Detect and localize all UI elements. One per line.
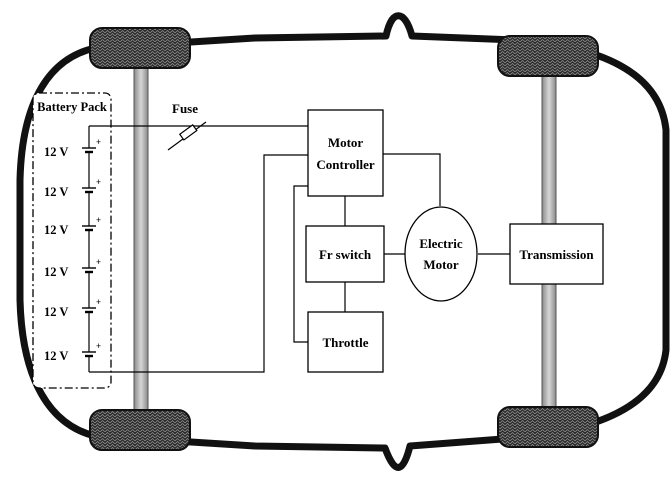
battery-cell-1: + 12 V bbox=[44, 137, 101, 160]
front-axle bbox=[133, 59, 149, 427]
transmission-box: Transmission bbox=[509, 223, 604, 285]
battery-cell-2: + 12 V bbox=[44, 177, 101, 200]
cell-voltage-label: 12 V bbox=[44, 349, 68, 363]
fr-switch-box: Fr switch bbox=[305, 225, 385, 283]
cell-voltage-label: 12 V bbox=[44, 223, 68, 237]
cell-voltage-label: 12 V bbox=[44, 305, 68, 319]
svg-text:+: + bbox=[96, 177, 101, 187]
fuse-symbol bbox=[167, 121, 207, 151]
battery-cell-4: + 12 V bbox=[44, 257, 101, 282]
svg-text:+: + bbox=[96, 215, 101, 225]
cell-voltage-label: 12 V bbox=[44, 145, 68, 159]
battery-pack-frame bbox=[32, 92, 112, 389]
svg-text:+: + bbox=[96, 341, 101, 351]
electric-motor-label-line2: Motor bbox=[423, 257, 459, 272]
svg-text:+: + bbox=[96, 137, 101, 147]
svg-text:+: + bbox=[96, 297, 101, 307]
wiring bbox=[89, 125, 510, 373]
electric-motor-ellipse: Electric Motor bbox=[404, 206, 478, 302]
fuse-label: Fuse bbox=[172, 101, 198, 116]
battery-pack-title: Battery Pack bbox=[37, 100, 107, 114]
electric-motor-label-line1: Electric bbox=[419, 236, 463, 251]
tire-rear-right bbox=[497, 406, 599, 448]
motor-controller-box: Motor Controller bbox=[307, 109, 384, 197]
throttle-box: Throttle bbox=[307, 311, 384, 373]
battery-cell-3: + 12 V bbox=[44, 215, 101, 240]
fr-switch-label: Fr switch bbox=[319, 247, 372, 262]
tire-rear-left bbox=[497, 35, 599, 77]
tire-front-right bbox=[89, 409, 191, 451]
cell-voltage-label: 12 V bbox=[44, 185, 68, 199]
cell-voltage-label: 12 V bbox=[44, 265, 68, 279]
battery-cell-5: + 12 V bbox=[44, 297, 101, 322]
transmission-label: Transmission bbox=[519, 247, 594, 262]
motor-controller-label-line1: Motor bbox=[328, 135, 364, 150]
battery-cell-6: + 12 V bbox=[44, 341, 101, 366]
tire-front-left bbox=[89, 27, 191, 69]
motor-controller-label-line2: Controller bbox=[316, 157, 374, 172]
svg-text:+: + bbox=[96, 257, 101, 267]
throttle-label: Throttle bbox=[323, 335, 369, 350]
